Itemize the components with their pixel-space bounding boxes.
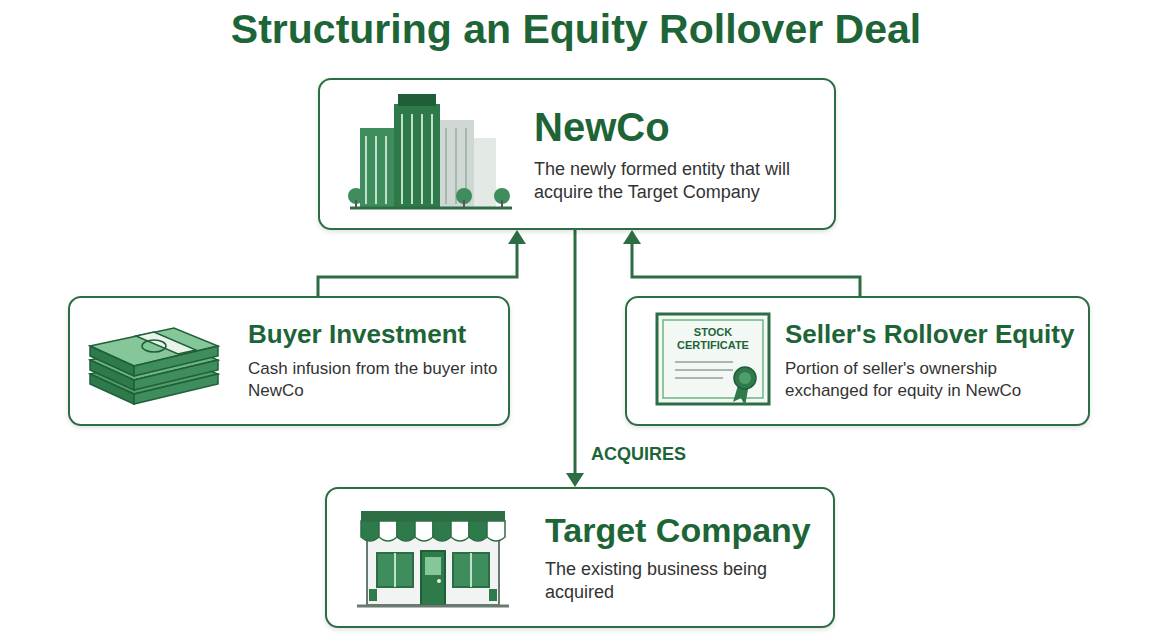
box-heading: Buyer Investment (248, 320, 498, 350)
certificate-text: STOCK CERTIFICATE (676, 326, 750, 351)
flow-arrow (318, 230, 526, 296)
box-description: The newly formed entity that will acquir… (534, 158, 824, 205)
process-box: Buyer InvestmentCash infusion from the b… (68, 296, 510, 426)
process-box: Seller's Rollover EquityPortion of selle… (625, 296, 1090, 426)
box-heading: NewCo (534, 104, 824, 150)
process-box: Target CompanyThe existing business bein… (325, 487, 835, 628)
box-heading: Target Company (545, 511, 823, 550)
box-description: Cash infusion from the buyer into NewCo (248, 358, 498, 402)
process-box: NewCoThe newly formed entity that will a… (318, 78, 836, 230)
diagram-title: Structuring an Equity Rollover Deal (0, 6, 1152, 53)
store-illustration (353, 503, 513, 617)
flow-arrow (623, 230, 860, 296)
building-illustration (346, 90, 516, 224)
box-heading: Seller's Rollover Equity (785, 320, 1078, 350)
box-description: The existing business being acquired (545, 558, 823, 605)
cert-illustration (653, 310, 773, 414)
box-description: Portion of seller's ownership exchanged … (785, 358, 1078, 402)
flow-arrow (566, 230, 584, 487)
edge-label: ACQUIRES (589, 444, 688, 465)
money-illustration (84, 312, 224, 416)
